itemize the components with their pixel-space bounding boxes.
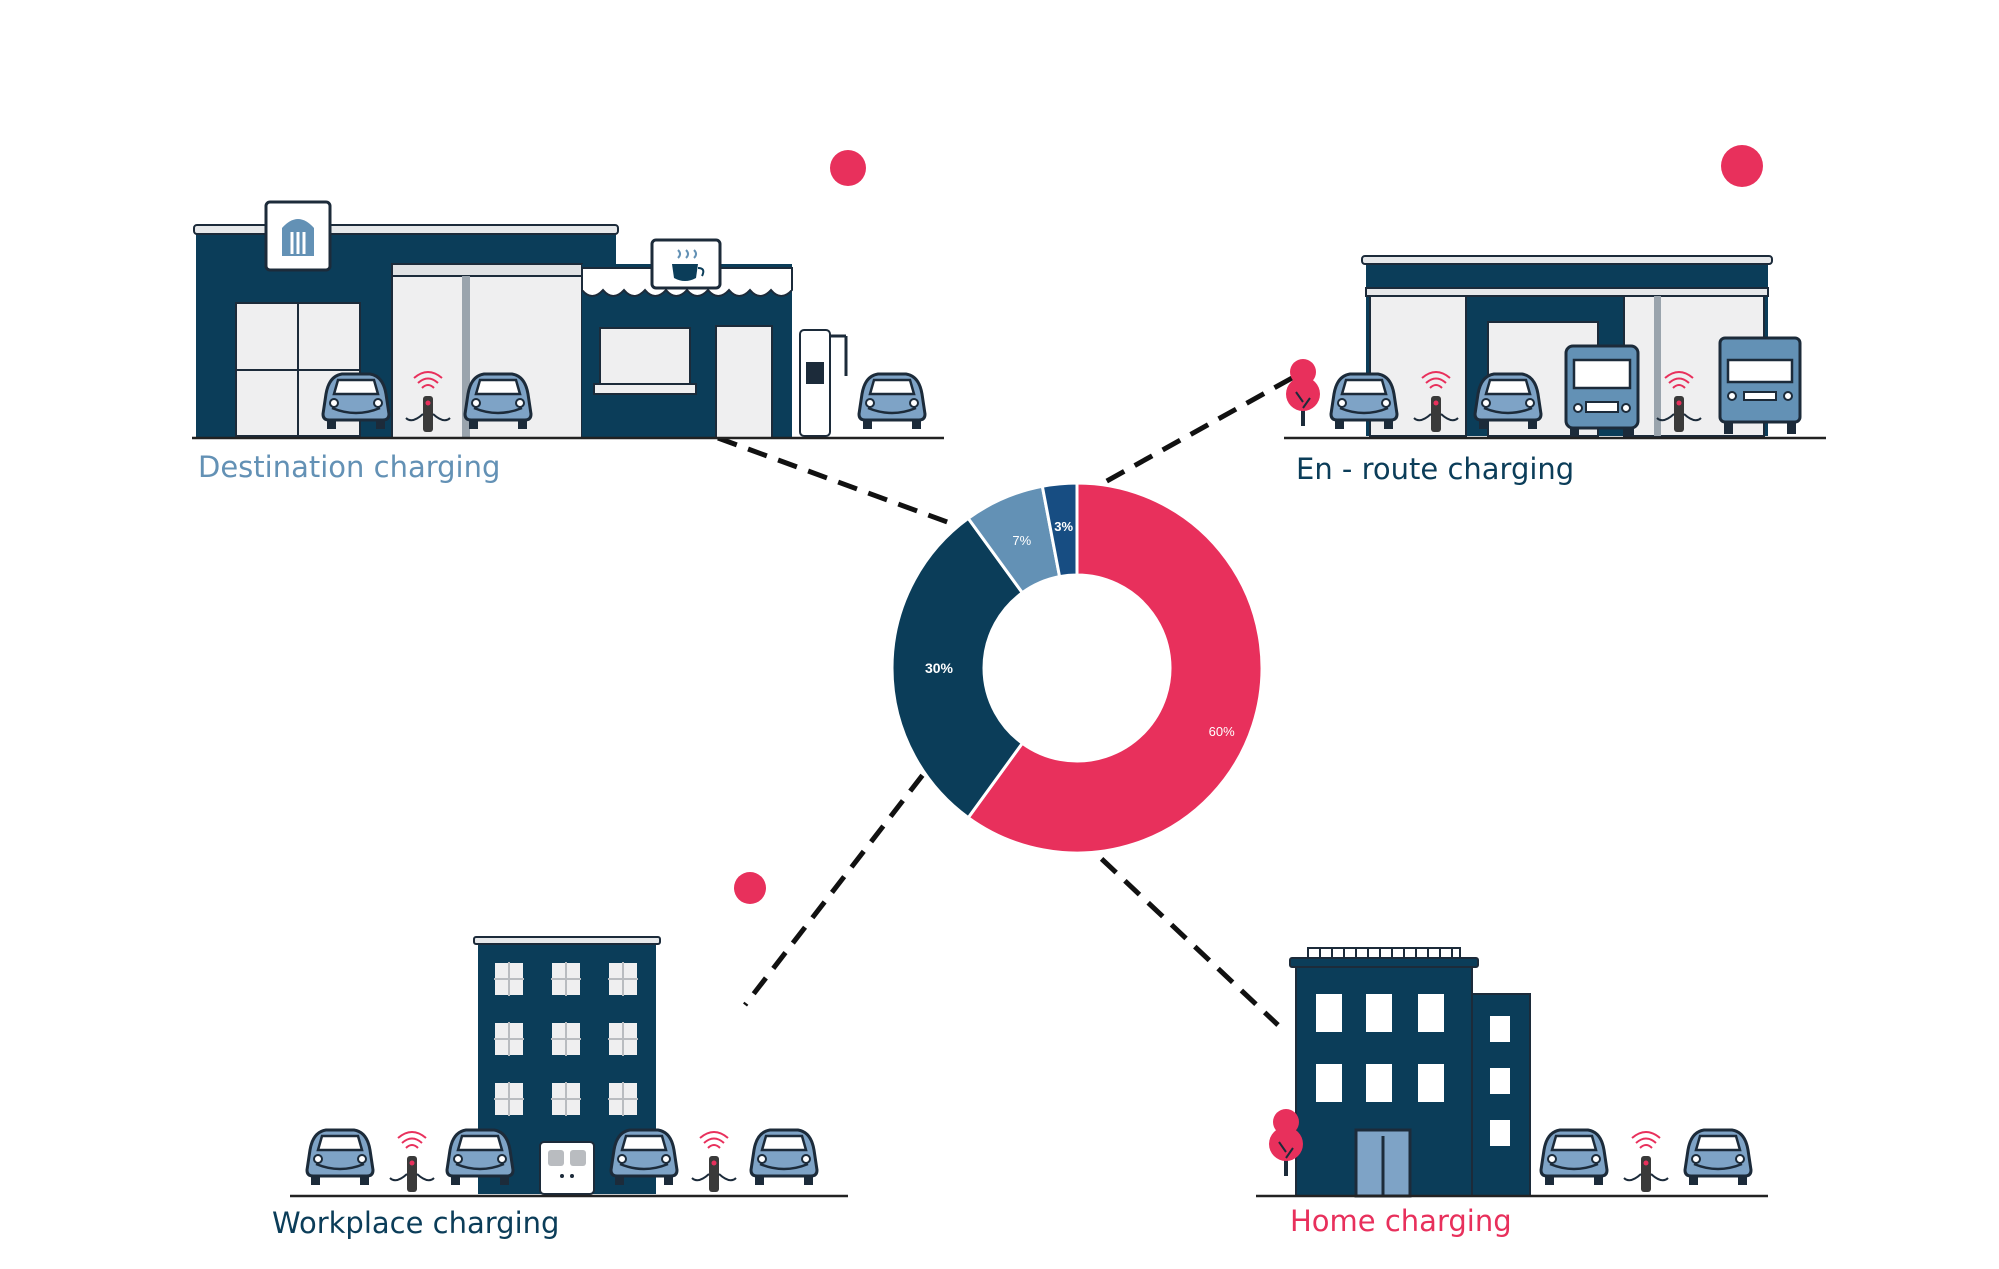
destination-scene [192, 200, 944, 440]
label-destination-charging: Destination charging [198, 450, 501, 484]
donut-data-label: 7% [1012, 533, 1031, 548]
coffee-cup-icon [650, 238, 722, 290]
decor-dot [1721, 145, 1763, 187]
car-icon [1539, 1128, 1609, 1187]
museum-sign-icon [264, 200, 332, 272]
donut-slice-en-route-charging [1040, 481, 1079, 579]
donut-data-label: 60% [1209, 724, 1235, 739]
car-icon [463, 372, 533, 431]
apartment-building-icon [1289, 947, 1531, 1198]
label-workplace-charging: Workplace charging [272, 1206, 560, 1240]
car-icon [1683, 1128, 1753, 1187]
workplace-scene [290, 936, 848, 1198]
home-scene [1256, 947, 1768, 1198]
car-icon [749, 1128, 819, 1187]
donut-slice-workplace-charging [890, 516, 1025, 820]
decor-dot [734, 872, 766, 904]
enroute-scene [1284, 255, 1826, 440]
donut-data-label: 30% [925, 660, 954, 676]
car-icon [321, 372, 391, 431]
connector-enroute [1060, 375, 1294, 509]
car-icon [1329, 372, 1399, 431]
charger-icon [691, 1131, 737, 1193]
charger-icon [1623, 1131, 1669, 1193]
label-home-charging: Home charging [1290, 1204, 1512, 1238]
car-icon [305, 1128, 375, 1187]
car-icon [857, 372, 927, 431]
tree-icon [1285, 358, 1321, 427]
donut-data-label: 3% [1054, 519, 1073, 534]
van-icon [1564, 344, 1640, 440]
connector-workplace [743, 748, 944, 1007]
label-enroute-charging: En - route charging [1296, 452, 1575, 486]
donut-slice-home-charging [966, 481, 1264, 855]
fuel-pump-icon [799, 329, 848, 437]
decor-dot [830, 150, 866, 186]
car-icon [1473, 372, 1543, 431]
car-icon [609, 1128, 679, 1187]
donut-chart: 60% 30% 7% 3% [890, 481, 1264, 855]
car-icon [445, 1128, 515, 1187]
charger-icon [389, 1131, 435, 1193]
truck-icon [1718, 336, 1802, 434]
